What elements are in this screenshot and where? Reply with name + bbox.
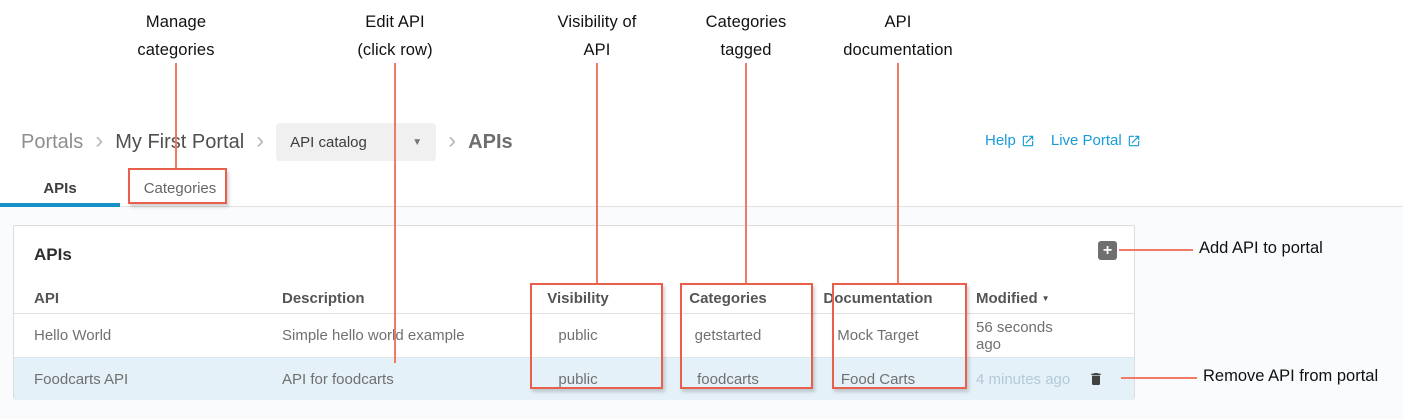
- table-header-row: API Description Visibility Categories Do…: [14, 284, 1134, 314]
- external-link-icon: [1128, 135, 1139, 146]
- breadcrumb-portal-name[interactable]: My First Portal: [115, 130, 245, 153]
- apis-panel: APIs + API Description Visibility Catego…: [13, 225, 1135, 400]
- add-api-button[interactable]: +: [1098, 241, 1117, 260]
- cell-visibility: public: [558, 370, 598, 388]
- cell-categories: getstarted: [694, 327, 762, 344]
- column-header-description[interactable]: Description: [282, 290, 365, 307]
- annotation-api-documentation: API documentation: [843, 13, 953, 59]
- breadcrumb-separator-icon: ›: [95, 126, 104, 154]
- callout-line-categories: [745, 63, 747, 283]
- annotation-categories-tagged: Categories tagged: [705, 13, 787, 59]
- remove-api-button[interactable]: [1088, 370, 1104, 388]
- cell-categories: foodcarts: [697, 370, 759, 388]
- plus-icon: +: [1102, 241, 1113, 259]
- header-links: Help Live Portal: [985, 132, 1141, 149]
- catalog-dropdown[interactable]: API catalog ▼: [276, 123, 437, 161]
- annotation-edit-api: Edit API (click row): [357, 13, 433, 59]
- callout-line-remove-api: [1121, 377, 1197, 379]
- table-row-hello-world[interactable]: Hello World Simple hello world example p…: [14, 314, 1134, 357]
- annotation-remove-api: Remove API from portal: [1203, 367, 1379, 385]
- table-row-foodcarts[interactable]: Foodcarts API API for foodcarts public f…: [14, 357, 1134, 400]
- callout-line-visibility: [596, 63, 598, 283]
- breadcrumb-separator-icon: ›: [448, 126, 457, 154]
- cell-description: Simple hello world example: [282, 327, 465, 344]
- cell-api-name: Hello World: [34, 327, 112, 344]
- callout-line-add-api: [1119, 249, 1193, 251]
- external-link-icon: [1022, 135, 1034, 146]
- tab-bar: APIs Categories: [0, 170, 1403, 207]
- cell-modified: 56 seconds ago: [976, 318, 1053, 353]
- cell-documentation: Food Carts: [840, 370, 916, 388]
- cell-visibility: public: [558, 327, 598, 344]
- callout-line-manage-categories: [175, 63, 177, 168]
- live-portal-link[interactable]: Live Portal: [1051, 132, 1141, 149]
- cell-modified: 4 minutes ago: [976, 370, 1071, 388]
- tab-categories[interactable]: Categories: [143, 179, 217, 197]
- panel-title-bar: APIs +: [14, 226, 1134, 284]
- help-link-label: Help: [985, 132, 1016, 149]
- live-portal-link-label: Live Portal: [1050, 132, 1122, 149]
- cell-api-name: Foodcarts API: [34, 370, 129, 388]
- catalog-dropdown-value: API catalog: [290, 133, 367, 151]
- breadcrumb: Portals › My First Portal › API catalog …: [21, 120, 513, 164]
- tab-apis[interactable]: APIs: [0, 170, 120, 207]
- breadcrumb-current-apis: APIs: [468, 130, 513, 153]
- column-header-visibility[interactable]: Visibility: [547, 290, 609, 307]
- annotation-add-api: Add API to portal: [1199, 239, 1323, 257]
- callout-line-documentation: [897, 63, 899, 283]
- breadcrumb-separator-icon: ›: [256, 126, 265, 154]
- sort-desc-icon: ▼: [1041, 294, 1050, 303]
- column-header-modified[interactable]: Modified▼: [976, 290, 1050, 307]
- cell-documentation: Mock Target: [837, 327, 919, 344]
- breadcrumb-portals[interactable]: Portals: [21, 130, 84, 153]
- column-header-api[interactable]: API: [34, 290, 60, 307]
- annotation-visibility-of-api: Visibility of API: [557, 13, 637, 59]
- chevron-down-icon: ▼: [412, 136, 423, 148]
- column-header-documentation[interactable]: Documentation: [823, 290, 933, 307]
- help-link[interactable]: Help: [985, 132, 1035, 149]
- trash-icon: [1091, 373, 1101, 385]
- panel-title: APIs: [34, 245, 72, 264]
- annotation-manage-categories: Manage categories: [137, 13, 215, 59]
- callout-line-edit-api: [394, 63, 396, 363]
- column-header-categories[interactable]: Categories: [689, 290, 767, 307]
- cell-description: API for foodcarts: [282, 370, 394, 388]
